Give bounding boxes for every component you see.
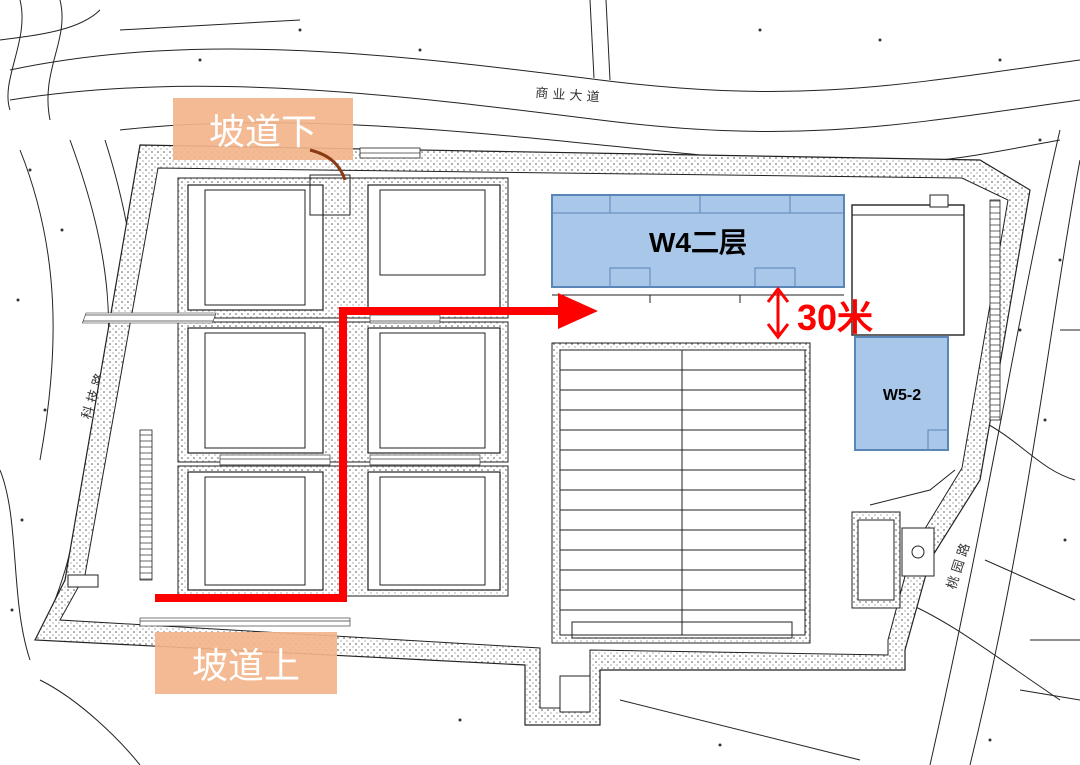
terrain-dots <box>10 28 1067 747</box>
east-road <box>929 129 1080 765</box>
north-road-label: 商 业 大 道 <box>535 86 600 105</box>
building-c1 <box>187 471 324 591</box>
building-w5-2-label: W5-2 <box>883 387 921 404</box>
building-b1 <box>187 327 324 454</box>
ramp-down-callout: 坡道下 <box>173 98 353 181</box>
ramp-down-label: 坡道下 <box>209 112 317 153</box>
building-w5-upper <box>851 194 965 336</box>
small-facility <box>851 469 956 609</box>
route-arrow <box>155 293 598 602</box>
building-a1 <box>187 184 324 311</box>
building-a2 <box>367 184 501 311</box>
north-road <box>0 0 1080 165</box>
ramp-up-label: 坡道上 <box>192 646 300 687</box>
building-c2 <box>367 471 501 591</box>
distance-label: 30米 <box>797 297 873 338</box>
ramp-up-callout: 坡道上 <box>155 632 337 694</box>
building-main-warehouse <box>551 342 811 644</box>
building-w4[interactable]: W4二层 <box>551 194 845 288</box>
w4-dock-line <box>552 294 844 303</box>
building-w4-label: W4二层 <box>649 227 747 258</box>
building-b2 <box>367 327 501 454</box>
distance-marker: 30米 <box>766 286 873 340</box>
building-w5-2[interactable]: W5-2 <box>854 336 949 451</box>
